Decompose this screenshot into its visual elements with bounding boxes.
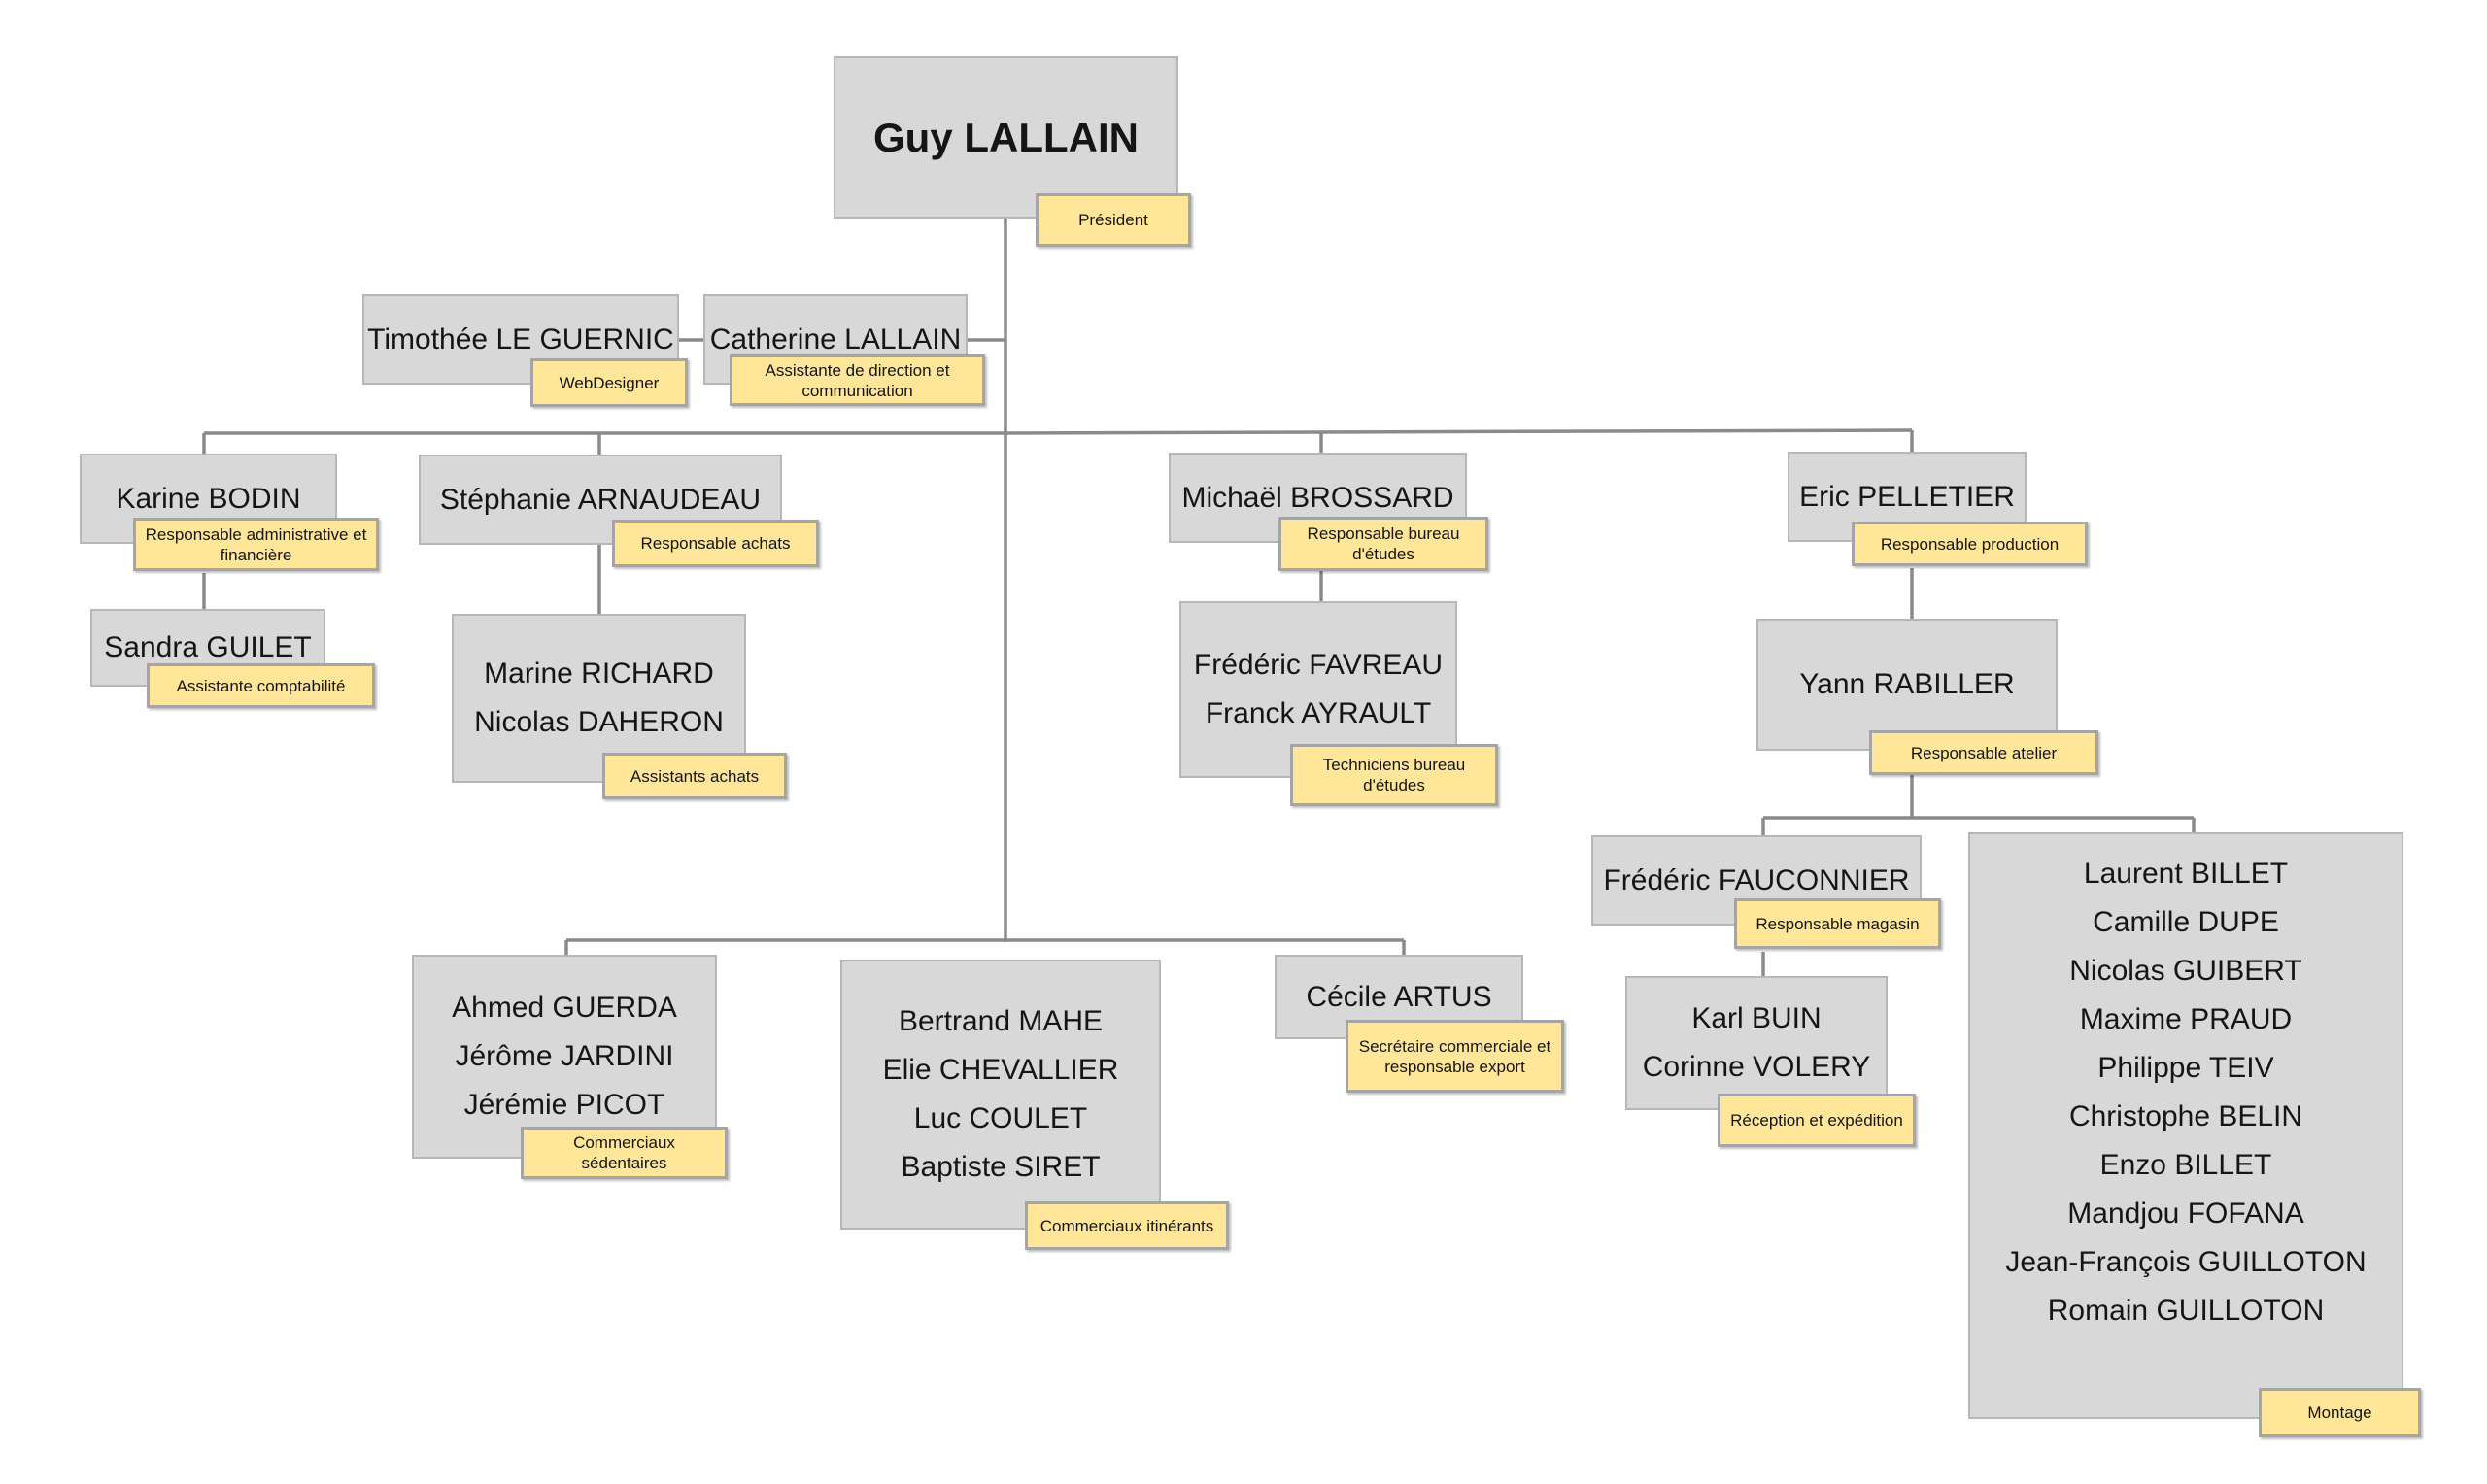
person-name: Frédéric FAUCONNIER [1603,863,1910,896]
role-achats: Assistants achats [602,753,787,799]
person-name: Luc COULET [913,1102,1088,1134]
person-name: Jérôme JARDINI [455,1040,674,1072]
person-name: Stéphanie ARNAUDEAU [439,483,762,516]
person-name: Christophe BELIN [2068,1100,2303,1132]
role-president: Président [1036,193,1191,247]
person-name: Elie CHEVALLIER [882,1054,1119,1086]
person-name: Timothée LE GUERNIC [367,322,674,355]
role-pelletier: Responsable production [1852,522,2088,566]
person-name: Marine RICHARD [484,658,714,690]
person-name: Jérémie PICOT [463,1089,665,1121]
role-guilet: Assistante comptabilité [147,663,375,708]
person-name: Jean-François GUILLOTON [2005,1246,2367,1278]
person-name: Mandjou FOFANA [2067,1197,2304,1230]
role-bureau: Techniciens bureau d'études [1290,744,1498,806]
box-reception: Karl BUIN Corinne VOLERY [1625,976,1888,1110]
role-artus: Secrétaire commerciale et responsable ex… [1346,1020,1564,1093]
person-name: Guy LALLAIN [873,114,1139,160]
person-name: Camille DUPE [2093,906,2279,938]
role-fauconnier: Responsable magasin [1734,898,1941,949]
box-achats: Marine RICHARD Nicolas DAHERON [452,614,746,783]
role-rabiller: Responsable atelier [1869,730,2098,775]
person-name: Corinne VOLERY [1642,1051,1871,1083]
person-name: Ahmed GUERDA [452,992,677,1024]
person-name: Karine BODIN [116,482,301,515]
person-name: Enzo BILLET [2099,1149,2272,1181]
box-president: Guy LALLAIN [834,56,1178,219]
person-name: Laurent BILLET [2083,858,2289,890]
person-name: Nicolas DAHERON [474,706,724,738]
person-name: Karl BUIN [1691,1002,1822,1034]
role-montage: Montage [2259,1388,2421,1437]
person-name: Michaël BROSSARD [1181,481,1454,514]
person-name: Cécile ARTUS [1306,980,1492,1013]
role-itinerants: Commerciaux itinérants [1025,1201,1229,1250]
role-guernic: WebDesigner [530,358,688,407]
role-reception: Réception et expédition [1718,1094,1916,1147]
role-brossard: Responsable bureau d'études [1278,517,1488,571]
person-name: Philippe TEIV [2097,1052,2274,1084]
person-name: Franck AYRAULT [1205,697,1432,729]
box-artus: Cécile ARTUS [1275,955,1523,1039]
person-name: Sandra GUILET [104,631,312,663]
person-name: Frédéric FAVREAU [1193,649,1444,681]
box-itinerants: Bertrand MAHE Elie CHEVALLIER Luc COULET… [840,960,1161,1230]
person-name: Maxime PRAUD [2079,1003,2293,1035]
box-rabiller: Yann RABILLER [1756,619,2058,751]
person-name: Bertrand MAHE [898,1005,1104,1037]
box-bureau: Frédéric FAVREAU Franck AYRAULT [1179,601,1457,778]
role-bodin: Responsable administrative et financière [133,518,379,571]
person-name: Baptiste SIRET [901,1151,1101,1183]
role-catherine: Assistante de direction et communication [730,354,985,406]
person-name: Nicolas GUIBERT [2069,955,2302,987]
role-arnaudeau: Responsable achats [612,520,819,567]
person-name: Romain GUILLOTON [2047,1295,2325,1327]
person-name: Eric PELLETIER [1799,480,2015,513]
box-sedentaires: Ahmed GUERDA Jérôme JARDINI Jérémie PICO… [412,955,717,1159]
person-name: Catherine LALLAIN [709,322,962,355]
person-name: Yann RABILLER [1799,668,2015,700]
box-montage: Laurent BILLET Camille DUPE Nicolas GUIB… [1968,832,2403,1419]
role-sedentaires: Commerciaux sédentaires [521,1127,728,1179]
